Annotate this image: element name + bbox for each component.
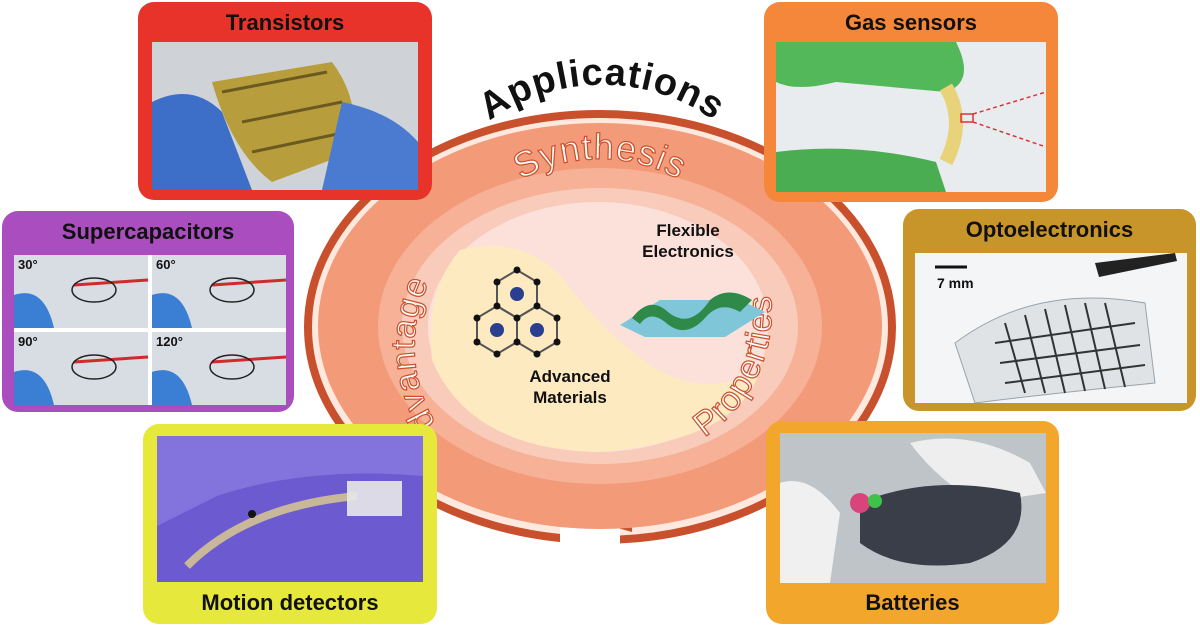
batteries-title: Batteries xyxy=(865,590,960,615)
supercapacitors-title: Supercapacitors xyxy=(61,219,235,244)
motion-detectors-card: Motion detectors xyxy=(143,424,437,624)
supercapacitors-card: Supercapacitors 30° 60° xyxy=(2,211,294,412)
motion-detectors-title: Motion detectors xyxy=(201,590,379,615)
motion-detectors-photo xyxy=(157,436,423,582)
gas-sensors-card: Gas sensors xyxy=(764,2,1058,202)
transistors-photo xyxy=(152,42,418,190)
arrow-gap xyxy=(560,525,620,555)
scale-bar-label: 7 mm xyxy=(937,275,974,291)
angle-label-60: 60° xyxy=(156,257,176,272)
advanced-line: Advanced xyxy=(529,367,611,386)
supercapacitors-photo-grid: 30° 60° 90° 120° xyxy=(14,255,286,405)
angle-label-120: 120° xyxy=(156,334,183,349)
flexible-film-icon xyxy=(620,292,765,337)
gas-sensors-title: Gas sensors xyxy=(844,10,978,35)
advanced-materials-label: Advanced Materials xyxy=(475,366,665,408)
supercap-panel xyxy=(14,255,286,405)
optoelectronics-title: Optoelectronics xyxy=(965,217,1134,242)
optoelectronics-photo: 7 mm xyxy=(915,253,1187,403)
flexible-line: Flexible xyxy=(656,221,720,240)
transistors-title: Transistors xyxy=(225,10,345,35)
transistors-card: Transistors xyxy=(138,2,432,200)
lattice-atoms xyxy=(490,287,544,337)
electronics-line: Electronics xyxy=(642,242,734,261)
gas-sensors-photo xyxy=(776,42,1046,192)
batteries-card: Batteries xyxy=(766,421,1059,624)
flexible-electronics-label: Flexible Electronics xyxy=(598,220,778,262)
materials-line: Materials xyxy=(533,388,607,407)
batteries-photo xyxy=(780,433,1046,583)
angle-label-30: 30° xyxy=(18,257,38,272)
lattice-nodes xyxy=(473,266,561,358)
angle-label-90: 90° xyxy=(18,334,38,349)
optoelectronics-card: Optoelectronics 7 mm xyxy=(903,209,1196,411)
